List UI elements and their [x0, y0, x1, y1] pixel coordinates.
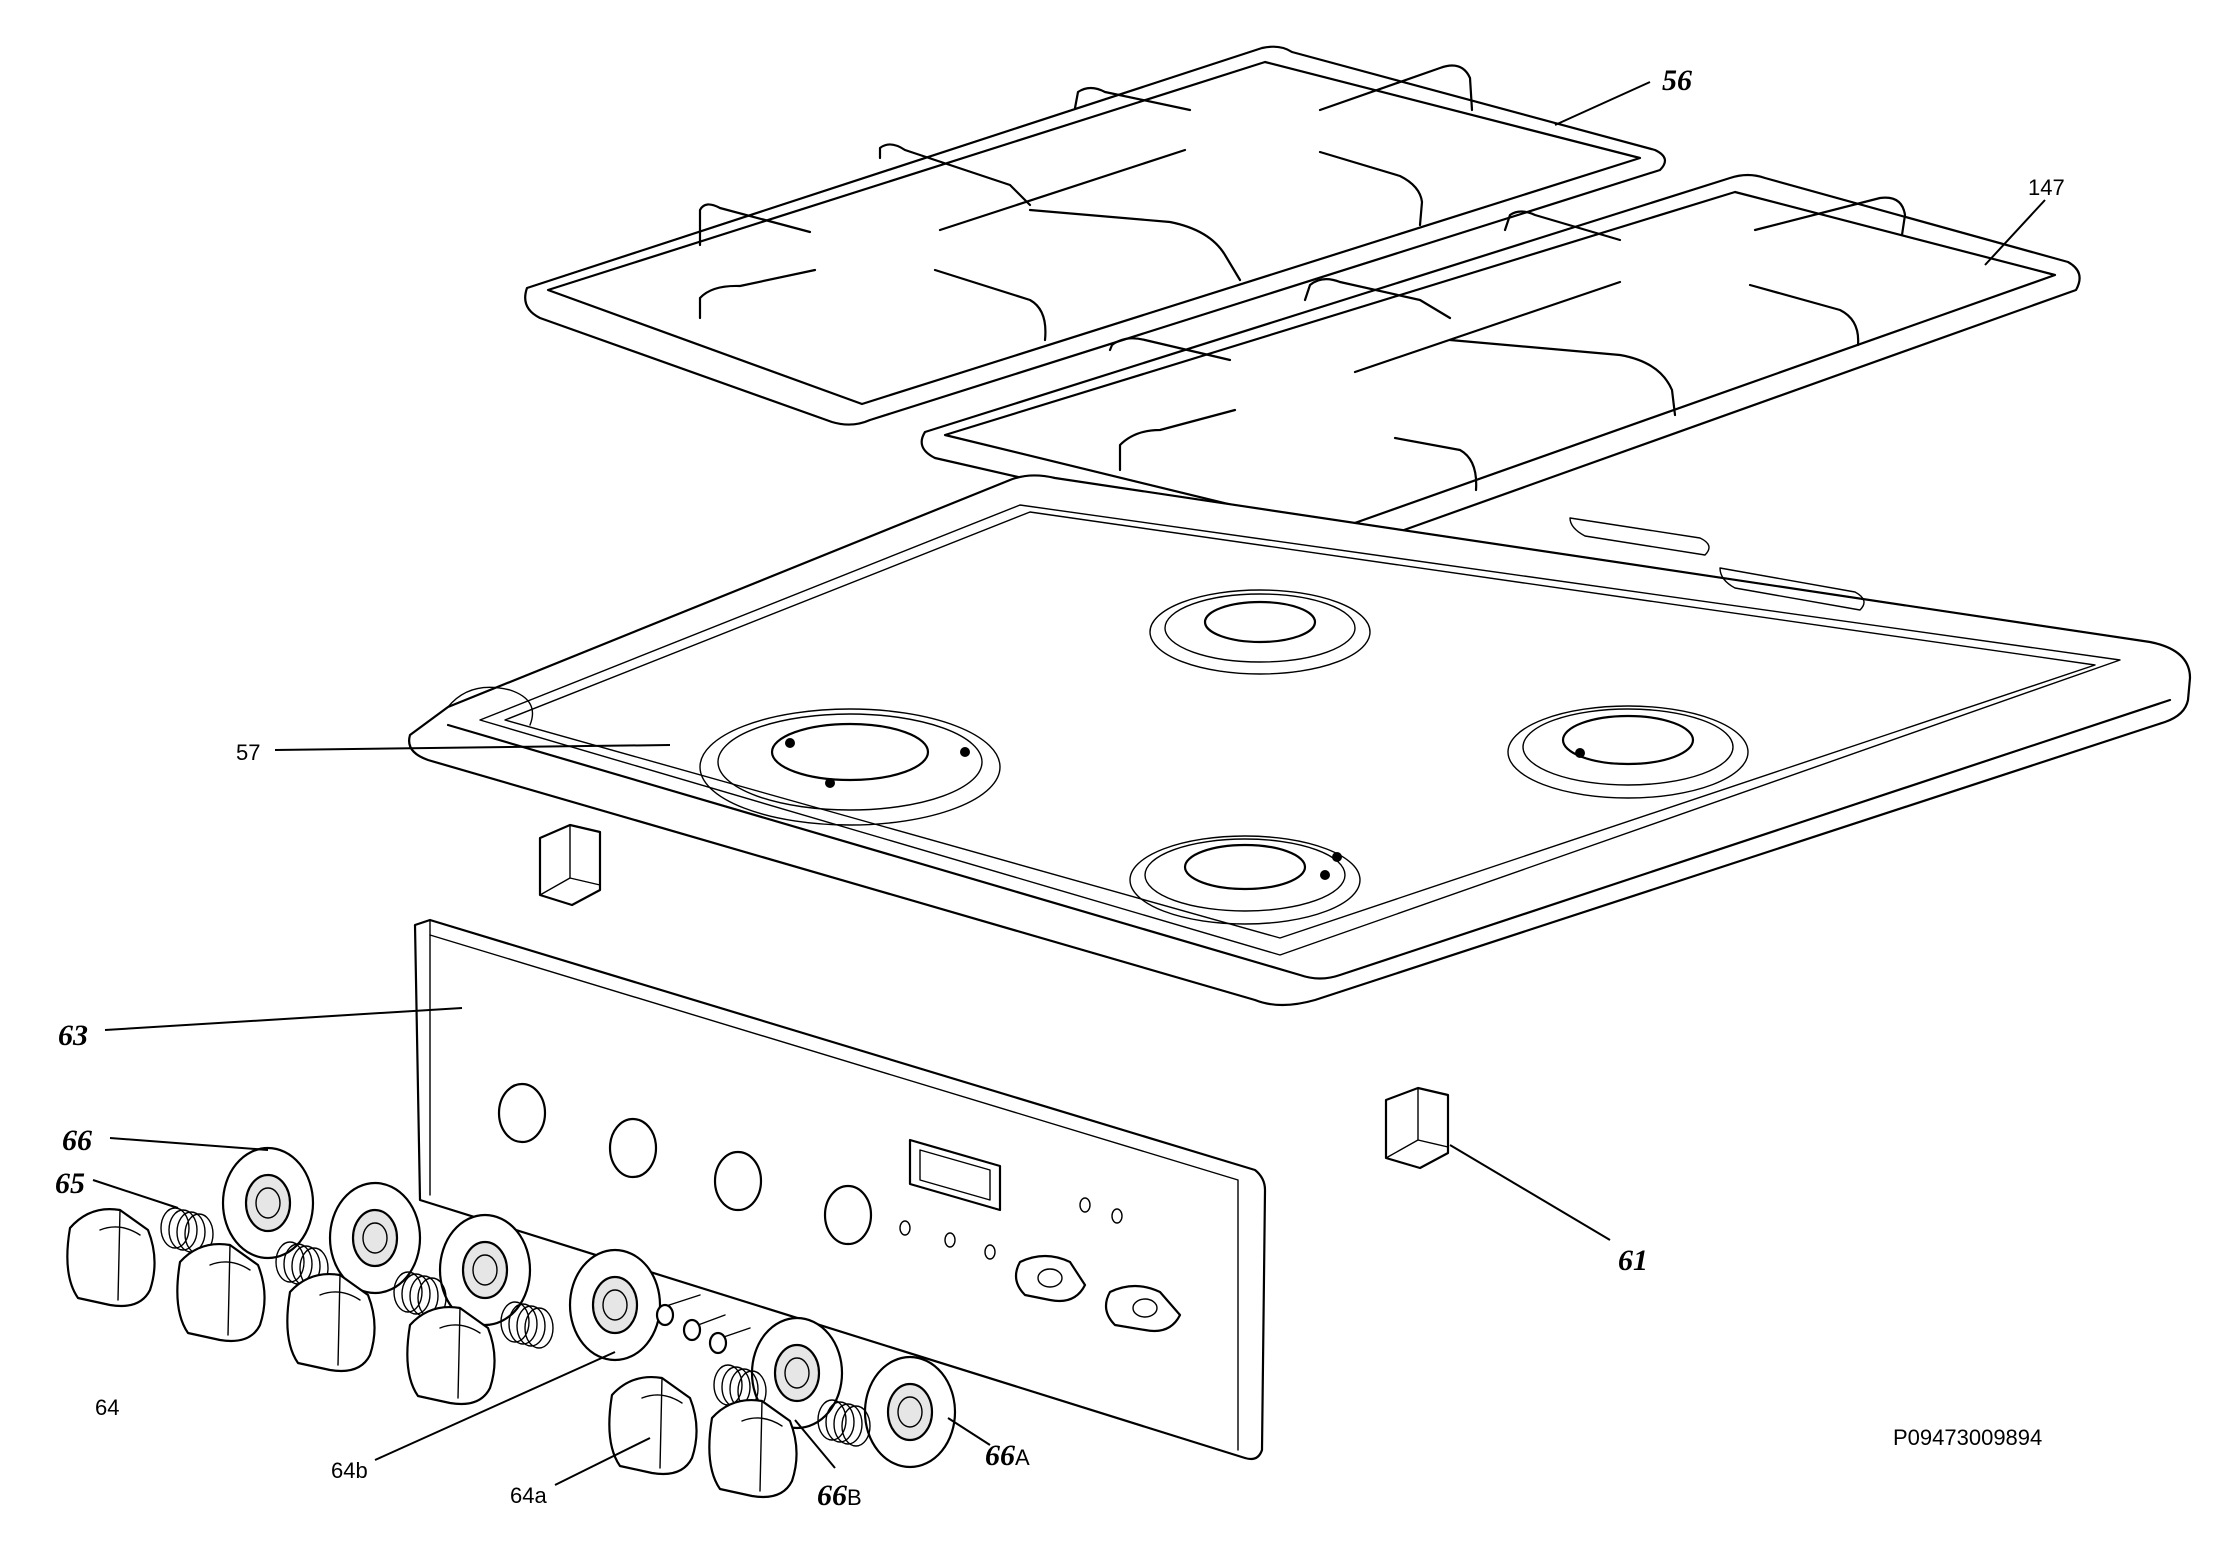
- bezel-ring: [221, 1146, 315, 1260]
- label-66b: 66B: [817, 1479, 862, 1512]
- label-66a: 66A: [985, 1439, 1030, 1472]
- label-61: 61: [1618, 1244, 1648, 1277]
- bezel-ring: [863, 1355, 957, 1469]
- burner-front-middle: [1129, 835, 1361, 925]
- control-panel: [413, 918, 1267, 1461]
- bezel-ring: [328, 1181, 422, 1295]
- pan-support-left: [524, 45, 1667, 426]
- control-knob: [406, 1306, 496, 1406]
- label-57: 57: [236, 740, 260, 765]
- part-labels: 56 147 57 63 66 65 64 64b 64a 66B 66A 61…: [55, 64, 2065, 1512]
- burner-rear-middle: [1149, 589, 1371, 675]
- burner-front-left: [699, 708, 1001, 826]
- hob-top: [408, 474, 2192, 1007]
- bezel-ring: [438, 1213, 532, 1327]
- control-knob: [286, 1273, 376, 1373]
- bezel-ring: [568, 1248, 662, 1362]
- label-64: 64: [95, 1395, 119, 1420]
- label-56: 56: [1662, 64, 1692, 97]
- knob-assembly: [66, 1146, 957, 1499]
- label-66: 66: [62, 1124, 92, 1157]
- label-65: 65: [55, 1167, 85, 1200]
- label-147: 147: [2028, 175, 2065, 200]
- bracket-clip-left: [538, 823, 602, 907]
- label-63: 63: [58, 1019, 88, 1052]
- screw: [655, 1294, 701, 1327]
- screw: [708, 1327, 751, 1355]
- label-64a: 64a: [510, 1483, 547, 1508]
- pan-support-right: [920, 173, 2081, 550]
- bezel-ring: [750, 1316, 844, 1430]
- control-knob: [66, 1208, 156, 1308]
- bracket-clip-right: [1384, 1086, 1450, 1170]
- reference-code: P09473009894: [1893, 1425, 2042, 1450]
- label-64b: 64b: [331, 1458, 368, 1483]
- burner-right: [1507, 705, 1749, 799]
- control-knob: [176, 1243, 266, 1343]
- spring: [500, 1301, 554, 1349]
- control-knob: [608, 1376, 698, 1476]
- screw: [682, 1314, 726, 1342]
- control-knob: [708, 1399, 798, 1499]
- leader-lines: [92, 81, 2046, 1486]
- spring: [817, 1399, 871, 1447]
